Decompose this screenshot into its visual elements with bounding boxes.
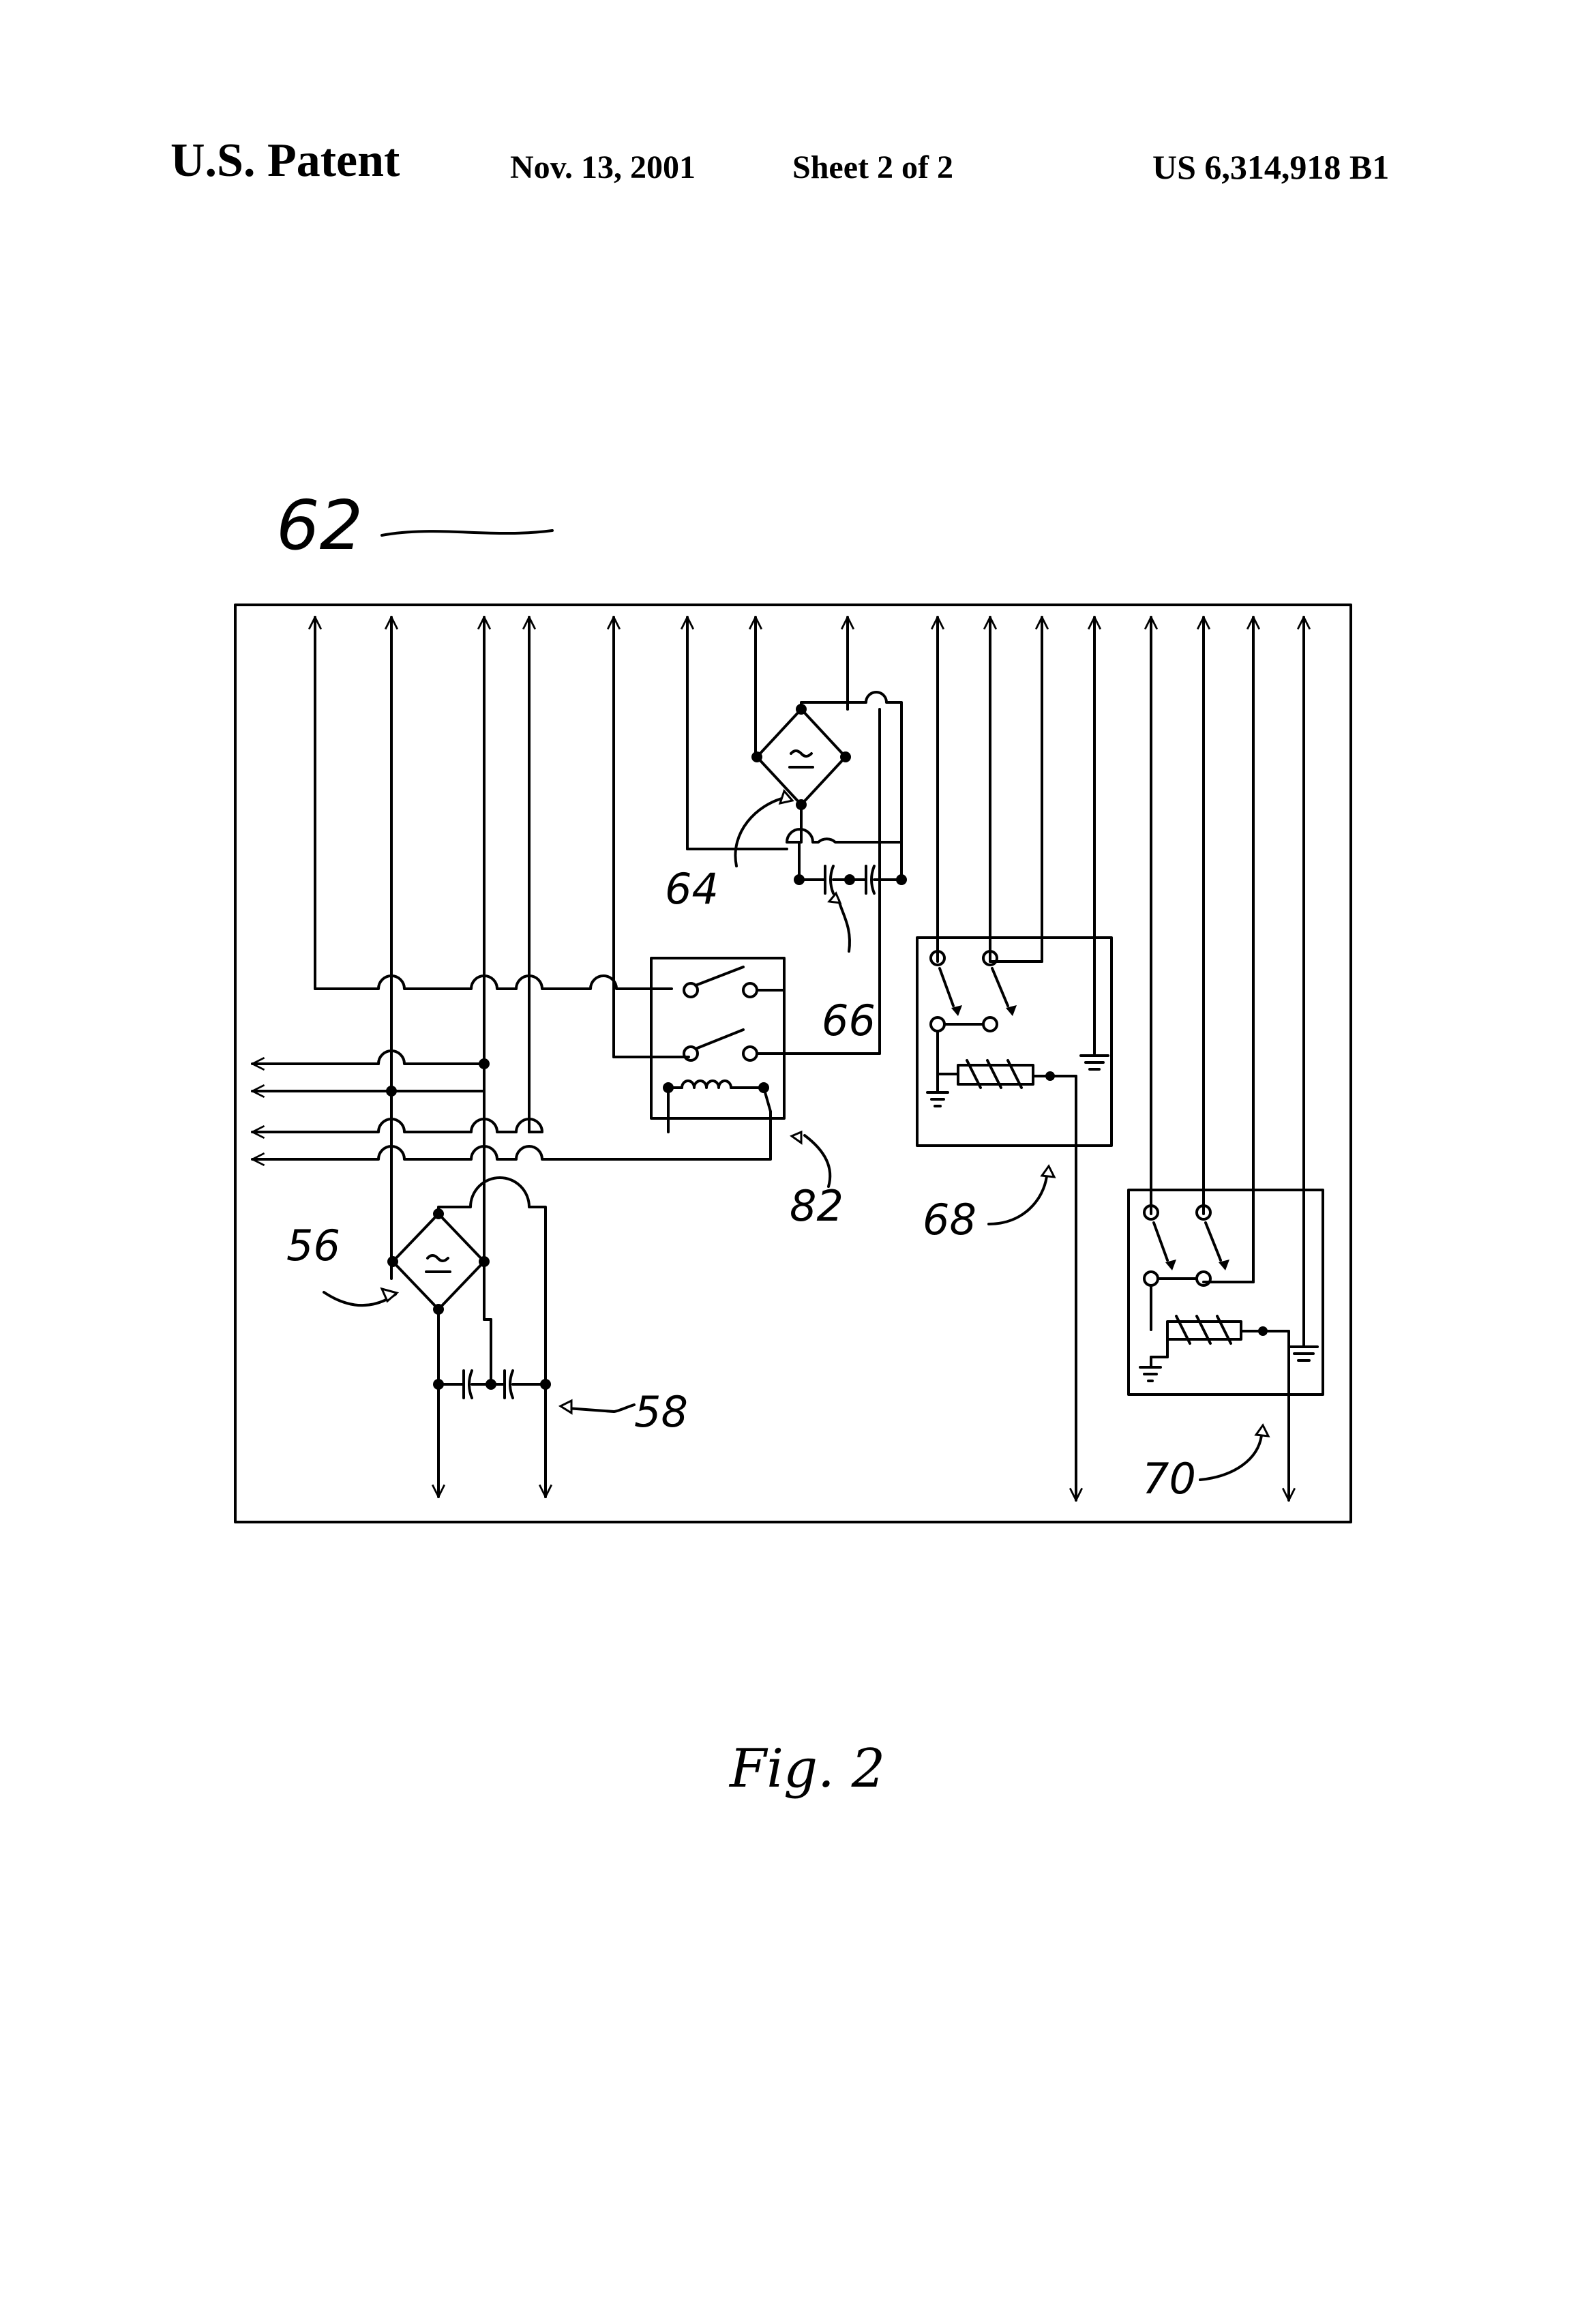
relay-82-coil <box>682 1081 731 1088</box>
rectifier-64 <box>757 709 846 805</box>
relay-70-box <box>1129 1190 1323 1395</box>
ref-label-82: 82 <box>790 1181 844 1231</box>
ref-label-70: 70 <box>1142 1454 1196 1504</box>
relay-68-box <box>917 938 1111 1146</box>
ref-label-56: 56 <box>286 1221 340 1270</box>
ref-label-64: 64 <box>665 864 719 914</box>
rectifier-56 <box>393 1214 484 1309</box>
figure-caption: Fig. 2 <box>728 1738 885 1800</box>
leader-62 <box>382 531 552 535</box>
wire-left-3 <box>252 1119 542 1132</box>
outer-frame <box>235 605 1351 1522</box>
wire-left-1 <box>378 1051 484 1064</box>
ref-label-66: 66 <box>822 996 876 1045</box>
ref-label-68: 68 <box>923 1195 976 1245</box>
ref-label-58: 58 <box>634 1387 688 1437</box>
bus-upper <box>315 976 672 989</box>
ref-label-62: 62 <box>276 486 363 565</box>
